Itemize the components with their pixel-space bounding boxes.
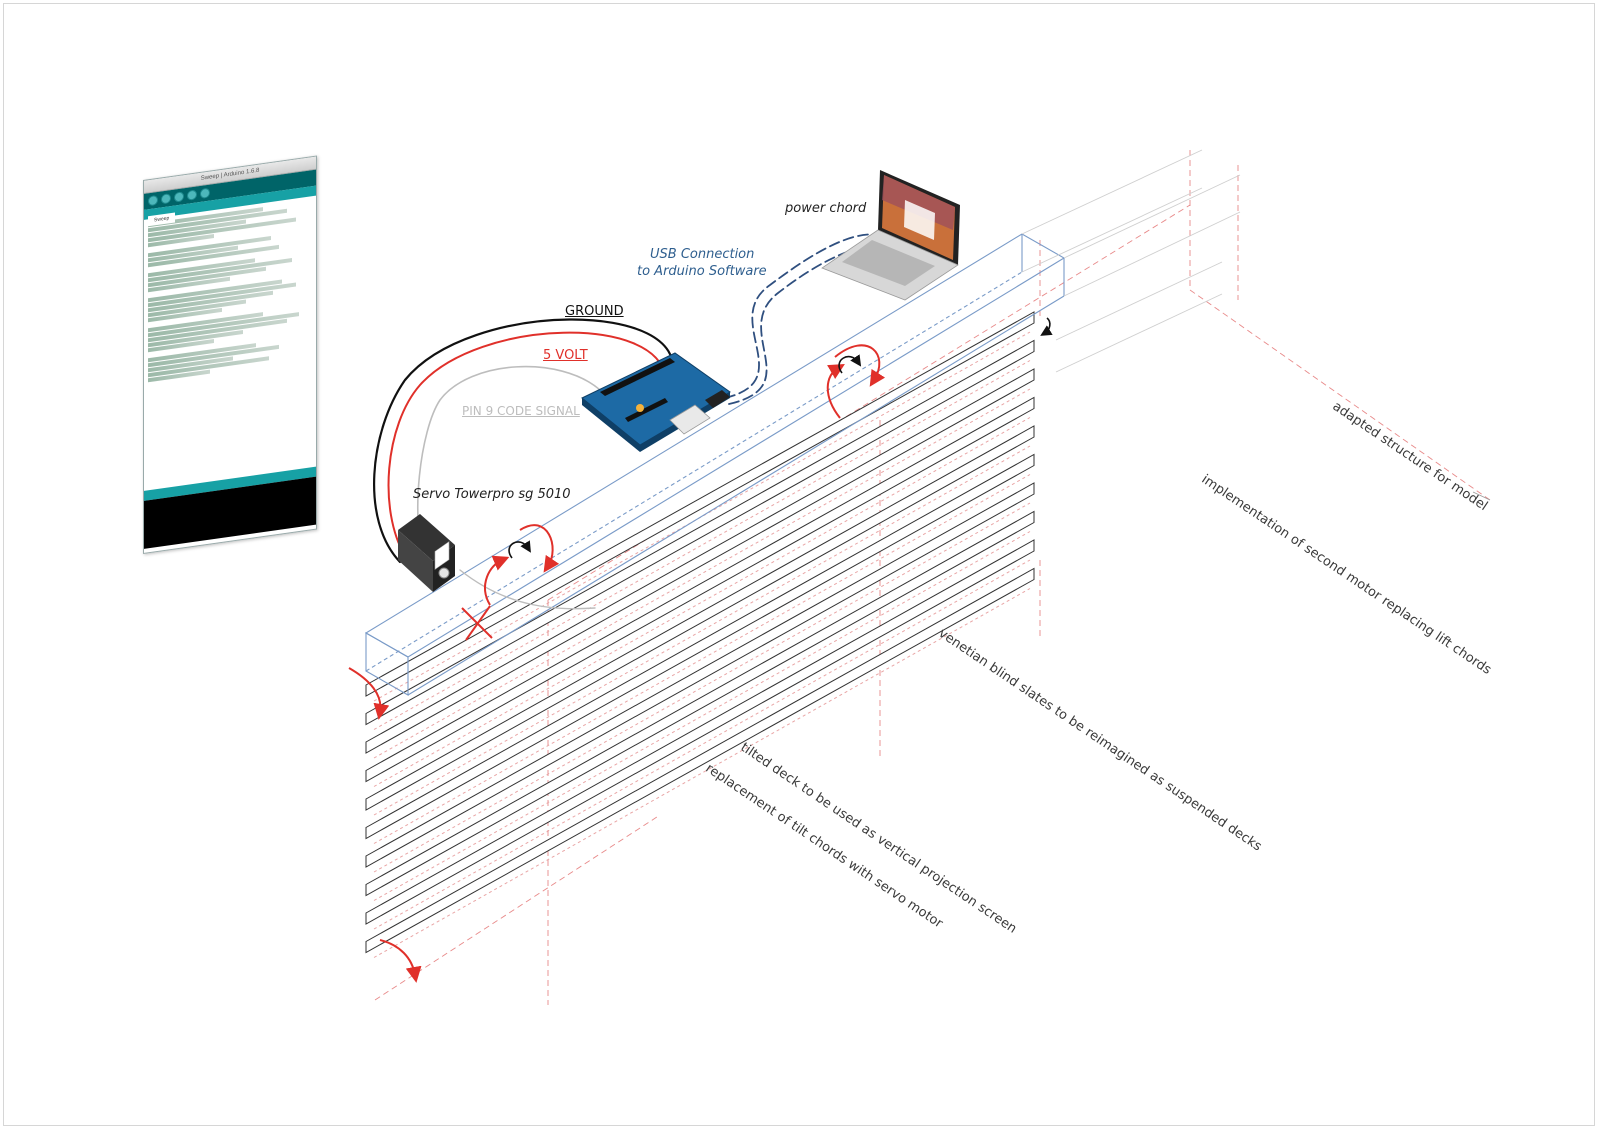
rotation-arrow-icon: [828, 368, 840, 418]
rotation-arrow-icon: [1045, 318, 1050, 333]
rotation-arrow-icon: [349, 668, 380, 712]
rotation-arrow-icon: [509, 542, 528, 558]
servo-label: Servo Towerpro sg 5010: [413, 487, 571, 502]
slat: [366, 512, 1034, 896]
pin9-signal-label: PIN 9 CODE SIGNAL: [462, 404, 580, 418]
rotation-arrow-icon: [485, 560, 502, 605]
slat: [366, 483, 1034, 867]
signal-wire: [418, 367, 600, 560]
slat: [366, 398, 1034, 782]
laptop-icon: [822, 170, 960, 300]
usb-connection-label: USB Connection: [650, 247, 754, 262]
arduino-board-icon: [582, 353, 730, 452]
slat: [366, 455, 1034, 839]
servo-motor-icon: [398, 514, 455, 592]
headrail-structure: [366, 234, 1064, 695]
extension-rails: [1022, 150, 1240, 372]
five-volt-label: 5 VOLT: [543, 348, 588, 363]
slat: [366, 426, 1034, 810]
ground-label: GROUND: [565, 304, 624, 319]
power-chord-label: power chord: [785, 201, 866, 216]
rotation-arrow-icon: [380, 940, 415, 975]
slat: [366, 369, 1034, 753]
rotation-arrow-icon: [839, 357, 858, 373]
usb-software-label: to Arduino Software: [637, 264, 767, 279]
slat: [366, 569, 1034, 953]
